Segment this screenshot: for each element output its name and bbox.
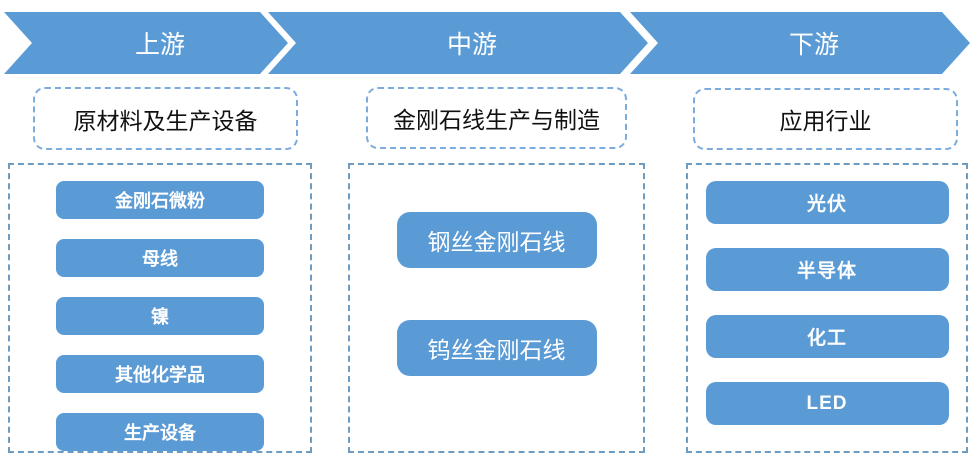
- item-button: 钢丝金刚石线: [396, 212, 597, 268]
- category-box-upstream: 原材料及生产设备: [33, 87, 298, 150]
- item-button: LED: [705, 382, 949, 425]
- item-button: 金刚石微粉: [56, 181, 264, 219]
- category-box-midstream: 金刚石线生产与制造: [366, 87, 627, 149]
- stage-arrow-midstream: 中游: [268, 12, 648, 74]
- items-panel-downstream: 光伏 半导体 化工 LED: [686, 163, 968, 453]
- category-label: 金刚石线生产与制造: [393, 107, 600, 133]
- stage-arrow-label: 上游: [134, 31, 185, 59]
- category-label: 原材料及生产设备: [73, 107, 258, 134]
- item-button: 生产设备: [56, 413, 264, 451]
- item-button: 半导体: [705, 248, 949, 291]
- item-button: 化工: [705, 315, 949, 358]
- stage-arrow-label: 下游: [788, 31, 839, 59]
- item-button: 其他化学品: [56, 355, 264, 393]
- item-button: 光伏: [705, 181, 949, 224]
- stage-arrow-downstream: 下游: [630, 12, 970, 74]
- item-button: 母线: [56, 239, 264, 277]
- item-button: 镍: [56, 297, 264, 335]
- stage-arrow-label: 中游: [446, 31, 497, 59]
- category-box-downstream: 应用行业: [693, 88, 958, 150]
- stage-arrow-upstream: 上游: [4, 12, 288, 74]
- category-label: 应用行业: [779, 108, 872, 134]
- items-panel-upstream: 金刚石微粉 母线 镍 其他化学品 生产设备: [8, 163, 312, 453]
- items-panel-midstream: 钢丝金刚石线 钨丝金刚石线: [348, 163, 645, 453]
- item-button: 钨丝金刚石线: [396, 320, 597, 376]
